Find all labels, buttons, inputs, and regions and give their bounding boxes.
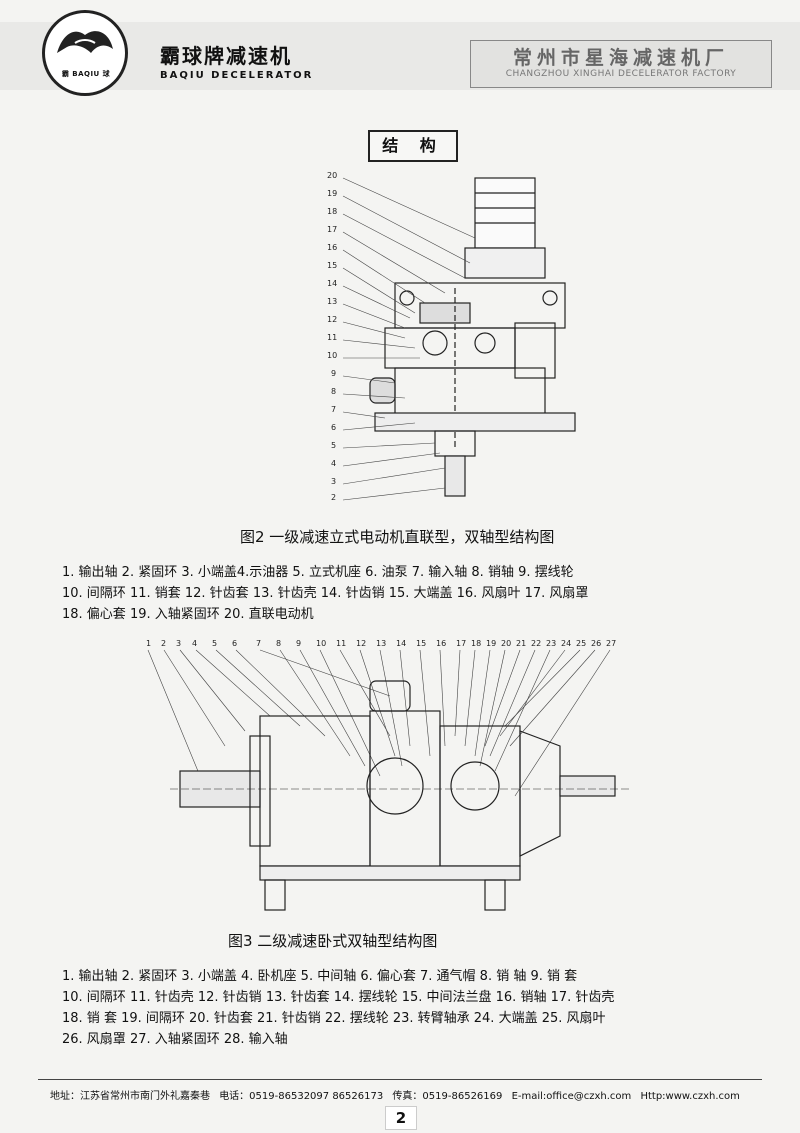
svg-text:5: 5 <box>212 639 217 648</box>
svg-text:19: 19 <box>327 189 337 198</box>
svg-text:3: 3 <box>331 477 336 486</box>
svg-text:2: 2 <box>331 493 336 502</box>
svg-text:20: 20 <box>327 171 337 180</box>
footer-email: E-mail:office@czxh.com <box>511 1091 632 1102</box>
svg-text:26: 26 <box>591 639 601 648</box>
legend-row: 18. 偏心套 19. 入轴紧固环 20. 直联电动机 <box>62 607 314 622</box>
footer-fax: 传真：0519-86526169 <box>392 1091 503 1102</box>
page-header: 霸 BAQIU 球 霸球牌减速机 BAQIU DECELERATOR 常州市星海… <box>0 0 800 100</box>
svg-text:17: 17 <box>327 225 337 234</box>
svg-text:11: 11 <box>327 333 337 342</box>
figure3-legend: 1. 输出轴 2. 紧固环 3. 小端盖 4. 卧机座 5. 中间轴 6. 偏心… <box>62 966 762 1050</box>
footer-phone: 电话：0519-86532097 86526173 <box>219 1091 384 1102</box>
factory-box: 常州市星海减速机厂 CHANGZHOU XINGHAI DECELERATOR … <box>470 40 772 88</box>
svg-text:21: 21 <box>516 639 526 648</box>
svg-text:12: 12 <box>327 315 337 324</box>
page-footer: 地址：江苏省常州市南门外礼嘉秦巷 电话：0519-86532097 865261… <box>50 1087 746 1102</box>
svg-text:18: 18 <box>471 639 481 648</box>
svg-text:4: 4 <box>331 459 336 468</box>
brand-name-cn: 霸球牌减速机 <box>160 44 292 68</box>
svg-text:13: 13 <box>376 639 386 648</box>
svg-text:20: 20 <box>501 639 511 648</box>
legend-row: 26. 风扇罩 27. 入轴紧固环 28. 输入轴 <box>62 1032 288 1047</box>
svg-text:4: 4 <box>192 639 197 648</box>
svg-text:14: 14 <box>396 639 406 648</box>
svg-text:2: 2 <box>161 639 166 648</box>
figure3-caption: 图3 二级减速卧式双轴型结构图 <box>228 932 438 950</box>
logo-text: 霸 BAQIU 球 <box>61 70 111 78</box>
svg-text:7: 7 <box>256 639 261 648</box>
figure2-legend: 1. 输出轴 2. 紧固环 3. 小端盖4.示油器 5. 立式机座 6. 油泵 … <box>62 562 762 625</box>
svg-text:14: 14 <box>327 279 337 288</box>
page-number: 2 <box>385 1106 417 1130</box>
section-title: 结 构 <box>368 130 458 162</box>
svg-text:25: 25 <box>576 639 586 648</box>
legend-row: 1. 输出轴 2. 紧固环 3. 小端盖4.示油器 5. 立式机座 6. 油泵 … <box>62 565 574 580</box>
svg-text:13: 13 <box>327 297 337 306</box>
footer-address: 地址：江苏省常州市南门外礼嘉秦巷 <box>50 1091 210 1102</box>
svg-text:12: 12 <box>356 639 366 648</box>
figure2-caption: 图2 一级减速立式电动机直联型，双轴型结构图 <box>240 528 555 546</box>
svg-text:10: 10 <box>316 639 326 648</box>
svg-text:27: 27 <box>606 639 616 648</box>
factory-name-cn: 常州市星海减速机厂 <box>512 47 729 69</box>
logo-emblem-icon <box>57 31 113 53</box>
svg-text:3: 3 <box>176 639 181 648</box>
legend-row: 1. 输出轴 2. 紧固环 3. 小端盖 4. 卧机座 5. 中间轴 6. 偏心… <box>62 969 578 984</box>
footer-website: Http:www.czxh.com <box>640 1091 740 1102</box>
svg-text:16: 16 <box>327 243 337 252</box>
legend-row: 18. 销 套 19. 间隔环 20. 针齿套 21. 针齿销 22. 摆线轮 … <box>62 1011 606 1026</box>
figure2-drawing: 20 19 18 17 16 15 14 13 12 11 10 9 8 7 6 5 4 3 2 <box>327 171 576 502</box>
svg-text:22: 22 <box>531 639 541 648</box>
svg-text:16: 16 <box>436 639 446 648</box>
svg-text:7: 7 <box>331 405 336 414</box>
brand-name-en: BAQIU DECELERATOR <box>160 70 314 81</box>
svg-text:9: 9 <box>296 639 301 648</box>
svg-text:15: 15 <box>327 261 337 270</box>
legend-row: 10. 间隔环 11. 销套 12. 针齿套 13. 针齿壳 14. 针齿销 1… <box>62 586 589 601</box>
svg-text:10: 10 <box>327 351 337 360</box>
factory-name-en: CHANGZHOU XINGHAI DECELERATOR FACTORY <box>505 69 737 79</box>
footer-divider <box>38 1079 762 1080</box>
legend-row: 10. 间隔环 11. 针齿壳 12. 针齿销 13. 针齿套 14. 摆线轮 … <box>62 990 615 1005</box>
svg-text:23: 23 <box>546 639 556 648</box>
svg-text:19: 19 <box>486 639 496 648</box>
motor-body <box>474 177 536 249</box>
svg-text:6: 6 <box>232 639 237 648</box>
svg-text:11: 11 <box>336 639 346 648</box>
svg-text:8: 8 <box>276 639 281 648</box>
brand-logo: 霸 BAQIU 球 <box>42 10 128 96</box>
svg-text:5: 5 <box>331 441 336 450</box>
svg-text:1: 1 <box>146 639 151 648</box>
svg-text:15: 15 <box>416 639 426 648</box>
svg-text:18: 18 <box>327 207 337 216</box>
svg-text:9: 9 <box>331 369 336 378</box>
svg-text:6: 6 <box>331 423 336 432</box>
svg-text:17: 17 <box>456 639 466 648</box>
svg-text:24: 24 <box>561 639 571 648</box>
svg-text:8: 8 <box>331 387 336 396</box>
